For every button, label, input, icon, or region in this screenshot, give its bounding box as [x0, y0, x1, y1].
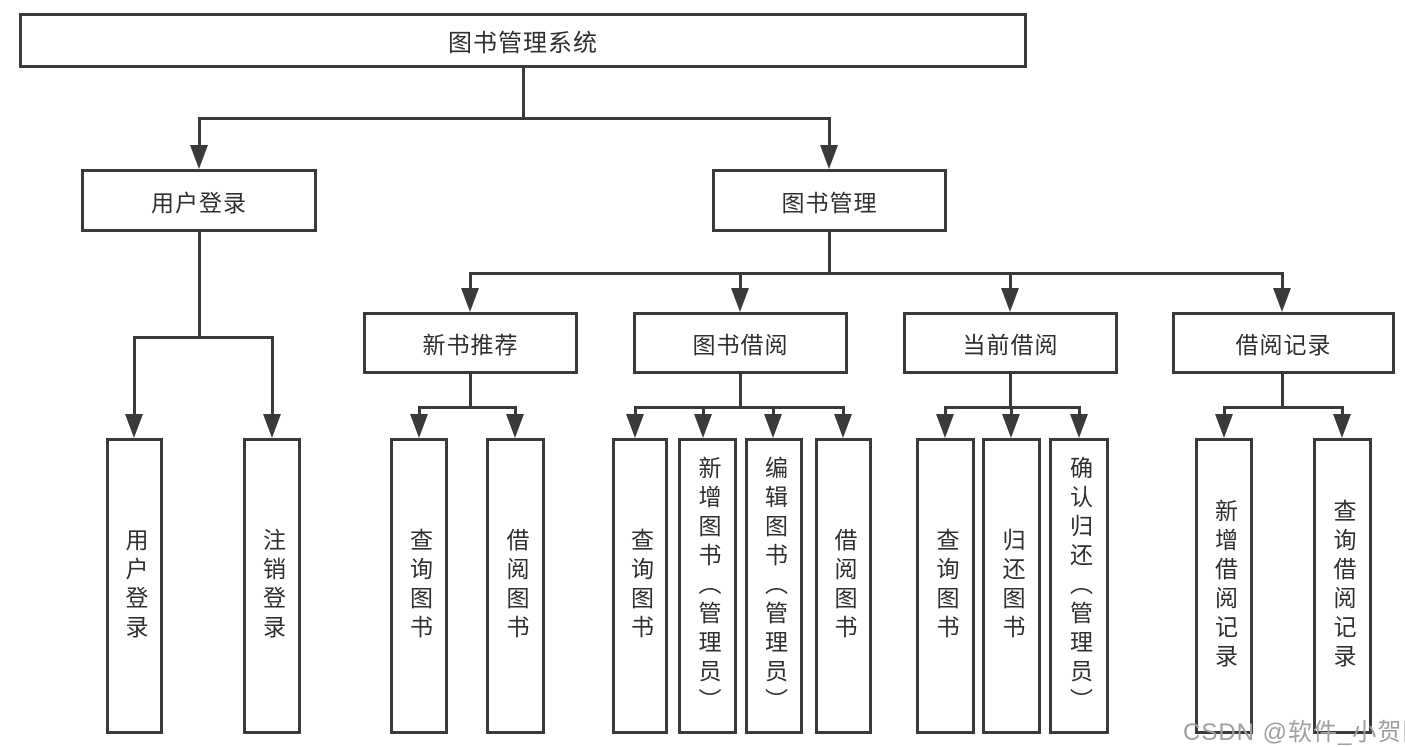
node-book-management: 图书管理	[712, 169, 947, 232]
arrowhead-down	[1070, 414, 1088, 438]
connector-drop	[469, 272, 472, 292]
node-new-book-recommend: 新书推荐	[363, 312, 578, 374]
arrowhead-down	[506, 414, 524, 438]
node-user-login-label: 用户登录	[151, 189, 247, 216]
node-book-borrowing: 图书借阅	[633, 312, 848, 374]
leaf-query-books-3: 查询图书	[916, 438, 975, 734]
leaf-return-books-label: 归还图书	[999, 528, 1025, 644]
connector-user-login-stem	[198, 232, 201, 336]
arrowhead-down	[834, 414, 852, 438]
leaf-user-login: 用户登录	[106, 438, 163, 734]
connector-drop	[198, 117, 201, 149]
leaf-query-books-1: 查询图书	[390, 438, 448, 734]
connector-drop	[271, 336, 274, 418]
node-new-book-recommend-label: 新书推荐	[422, 332, 519, 358]
leaf-query-books-2-label: 查询图书	[627, 528, 654, 644]
arrowhead-down	[410, 414, 428, 438]
connector-drop	[1078, 406, 1081, 418]
leaf-logout-label: 注销登录	[259, 528, 286, 644]
connector-drop	[772, 406, 775, 418]
arrowhead-down	[263, 414, 281, 438]
leaf-logout: 注销登录	[243, 438, 301, 734]
connector-stem	[1009, 374, 1012, 406]
arrowhead-down	[731, 288, 749, 312]
arrowhead-down	[1002, 414, 1020, 438]
leaf-borrow-books-2: 借阅图书	[815, 438, 872, 734]
leaf-borrow-books-1: 借阅图书	[486, 438, 545, 734]
arrowhead-down	[461, 288, 479, 312]
leaf-query-borrow-record: 查询借阅记录	[1313, 438, 1372, 734]
connector-stem	[1281, 374, 1284, 406]
node-borrowing-records: 借阅记录	[1172, 312, 1395, 374]
leaf-add-books-admin: 新增图书（管理员）	[678, 438, 737, 734]
connector-drop	[828, 117, 831, 149]
connector-drop	[634, 406, 637, 418]
arrowhead-down	[626, 414, 644, 438]
leaf-query-books-3-label: 查询图书	[933, 528, 959, 644]
node-root-label: 图书管理系统	[448, 30, 598, 57]
connector-root-stem	[522, 68, 525, 117]
leaf-add-books-admin-label: 新增图书（管理员）	[695, 455, 721, 717]
connector-level1-rail	[198, 117, 830, 120]
node-book-management-label: 图书管理	[781, 189, 878, 216]
connector-drop	[1281, 272, 1284, 292]
arrowhead-down	[820, 145, 838, 169]
connector-rail	[1223, 406, 1343, 409]
connector-drop	[514, 406, 517, 418]
connector-drop	[418, 406, 421, 418]
connector-user-login-rail	[133, 336, 273, 339]
connector-stem	[469, 374, 472, 406]
connector-rail	[634, 406, 844, 409]
connector-level2-rail	[469, 272, 1283, 275]
leaf-confirm-return-admin-label: 确认归还（管理员）	[1066, 455, 1093, 717]
leaf-borrow-books-1-label: 借阅图书	[503, 528, 529, 644]
connector-drop	[133, 336, 136, 418]
node-user-login: 用户登录	[81, 169, 317, 232]
arrowhead-down	[936, 414, 954, 438]
arrowhead-down	[694, 414, 712, 438]
leaf-edit-books-admin: 编辑图书（管理员）	[745, 438, 803, 734]
leaf-add-borrow-record: 新增借阅记录	[1195, 438, 1253, 734]
connector-book-mgmt-stem	[828, 232, 831, 272]
connector-drop	[944, 406, 947, 418]
arrowhead-down	[125, 414, 143, 438]
arrowhead-down	[764, 414, 782, 438]
connector-drop	[1009, 272, 1012, 292]
node-current-borrowing: 当前借阅	[903, 312, 1118, 374]
node-borrowing-records-label: 借阅记录	[1235, 332, 1332, 358]
leaf-edit-books-admin-label: 编辑图书（管理员）	[761, 455, 788, 717]
leaf-user-login-label: 用户登录	[122, 528, 148, 644]
node-root: 图书管理系统	[19, 13, 1027, 68]
node-current-borrowing-label: 当前借阅	[962, 332, 1059, 358]
leaf-borrow-books-2-label: 借阅图书	[831, 528, 857, 644]
arrowhead-down	[1215, 414, 1233, 438]
leaf-confirm-return-admin: 确认归还（管理员）	[1049, 438, 1109, 734]
connector-stem	[739, 374, 742, 406]
leaf-add-borrow-record-label: 新增借阅记录	[1211, 499, 1238, 673]
arrowhead-down	[1333, 414, 1351, 438]
connector-drop	[842, 406, 845, 418]
connector-drop	[1223, 406, 1226, 418]
arrowhead-down	[1001, 288, 1019, 312]
csdn-watermark: CSDN @软件_小贺同学	[1183, 719, 1405, 746]
leaf-return-books: 归还图书	[982, 438, 1041, 734]
arrowhead-down	[190, 145, 208, 169]
leaf-query-books-2: 查询图书	[612, 438, 668, 734]
node-book-borrowing-label: 图书借阅	[692, 332, 789, 358]
leaf-query-borrow-record-label: 查询借阅记录	[1330, 499, 1356, 673]
arrowhead-down	[1273, 288, 1291, 312]
connector-drop	[1341, 406, 1344, 418]
connector-drop	[702, 406, 705, 418]
connector-rail	[418, 406, 517, 409]
leaf-query-books-1-label: 查询图书	[406, 528, 433, 644]
connector-drop	[1010, 406, 1013, 418]
connector-drop	[739, 272, 742, 292]
